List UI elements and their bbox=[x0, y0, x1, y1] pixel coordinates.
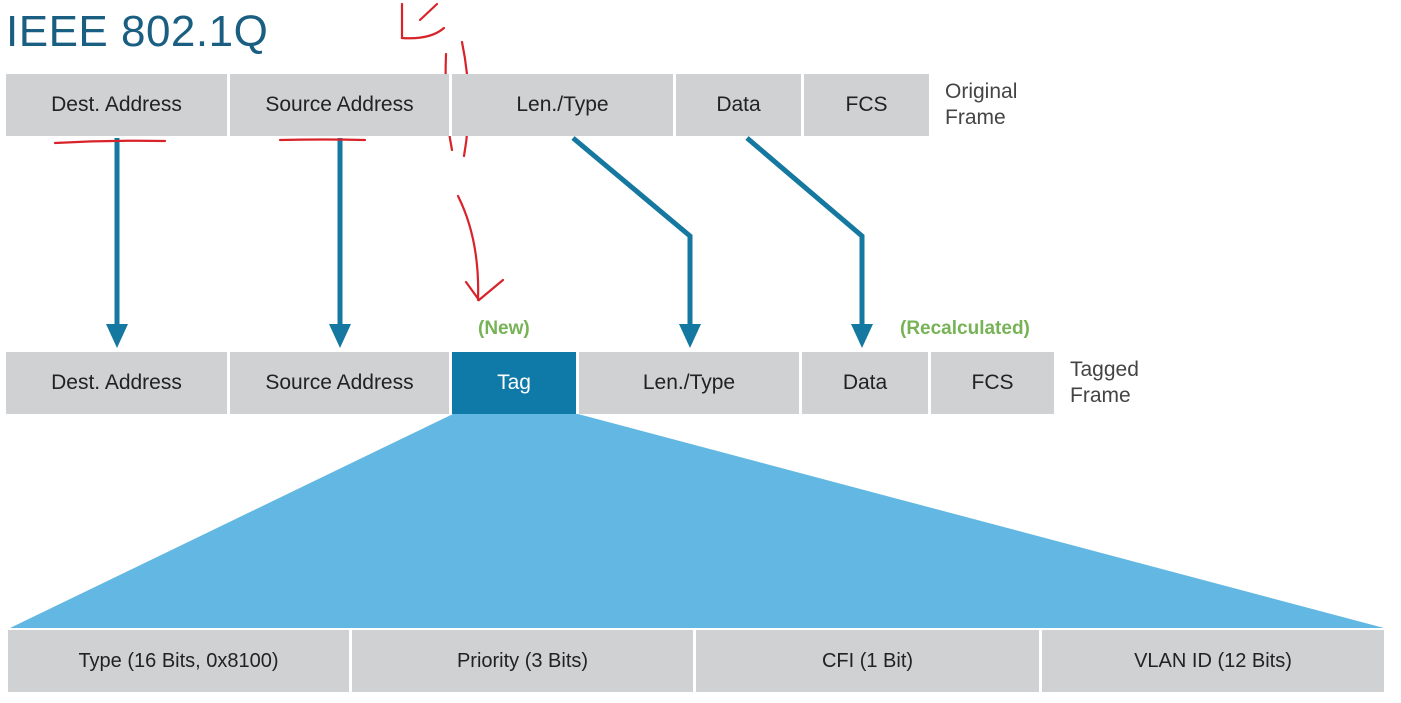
original-field-len-type: Len./Type bbox=[452, 74, 676, 136]
tagged-field-len-type: Len./Type bbox=[579, 352, 802, 414]
top-scribble bbox=[400, 2, 446, 40]
arrow-heads bbox=[106, 324, 873, 348]
tagged-frame-label: Tagged Frame bbox=[1070, 357, 1139, 409]
tag-field-cfi: CFI (1 Bit) bbox=[696, 630, 1042, 692]
arrow-head-dest-address bbox=[106, 324, 128, 348]
original-frame: Dest. Address Source Address Len./Type D… bbox=[6, 74, 929, 136]
tag-expansion-wedge bbox=[10, 414, 1384, 628]
insertion-arrow bbox=[456, 194, 505, 302]
arrow-head-source-address bbox=[329, 324, 351, 348]
tagged-field-dest-address: Dest. Address bbox=[6, 352, 230, 414]
tagged-field-source-address: Source Address bbox=[230, 352, 452, 414]
tagged-field-data: Data bbox=[802, 352, 931, 414]
tag-field-priority: Priority (3 Bits) bbox=[352, 630, 696, 692]
original-field-dest-address: Dest. Address bbox=[6, 74, 230, 136]
arrow-len-type bbox=[571, 136, 693, 326]
mapping-arrows bbox=[114, 136, 865, 326]
diagram-title: IEEE 802.1Q bbox=[6, 7, 269, 56]
tagged-frame-label-line1: Tagged bbox=[1070, 358, 1139, 381]
tagged-frame: Dest. Address Source Address Tag Len./Ty… bbox=[6, 352, 1054, 414]
underline-dest-address bbox=[53, 139, 167, 145]
arrow-head-len-type bbox=[679, 324, 701, 348]
new-annotation: (New) bbox=[478, 318, 530, 339]
original-field-data: Data bbox=[676, 74, 804, 136]
original-field-source-address: Source Address bbox=[230, 74, 452, 136]
arrow-data bbox=[745, 136, 865, 326]
recalculated-annotation: (Recalculated) bbox=[900, 318, 1030, 339]
tag-fields: Type (16 Bits, 0x8100) Priority (3 Bits)… bbox=[8, 630, 1384, 692]
tag-field-vlan-id: VLAN ID (12 Bits) bbox=[1042, 630, 1384, 692]
original-frame-label-line2: Frame bbox=[945, 106, 1006, 129]
underline-source-address bbox=[278, 138, 367, 142]
arrow-head-data bbox=[851, 324, 873, 348]
tagged-field-fcs: FCS bbox=[931, 352, 1054, 414]
original-field-fcs: FCS bbox=[804, 74, 929, 136]
handwritten-annotations bbox=[53, 2, 895, 302]
tag-field-type: Type (16 Bits, 0x8100) bbox=[8, 630, 352, 692]
tagged-frame-label-line2: Frame bbox=[1070, 384, 1131, 407]
tagged-field-tag: Tag bbox=[452, 352, 579, 414]
original-frame-label-line1: Original bbox=[945, 80, 1018, 103]
original-frame-label: Original Frame bbox=[945, 79, 1017, 131]
